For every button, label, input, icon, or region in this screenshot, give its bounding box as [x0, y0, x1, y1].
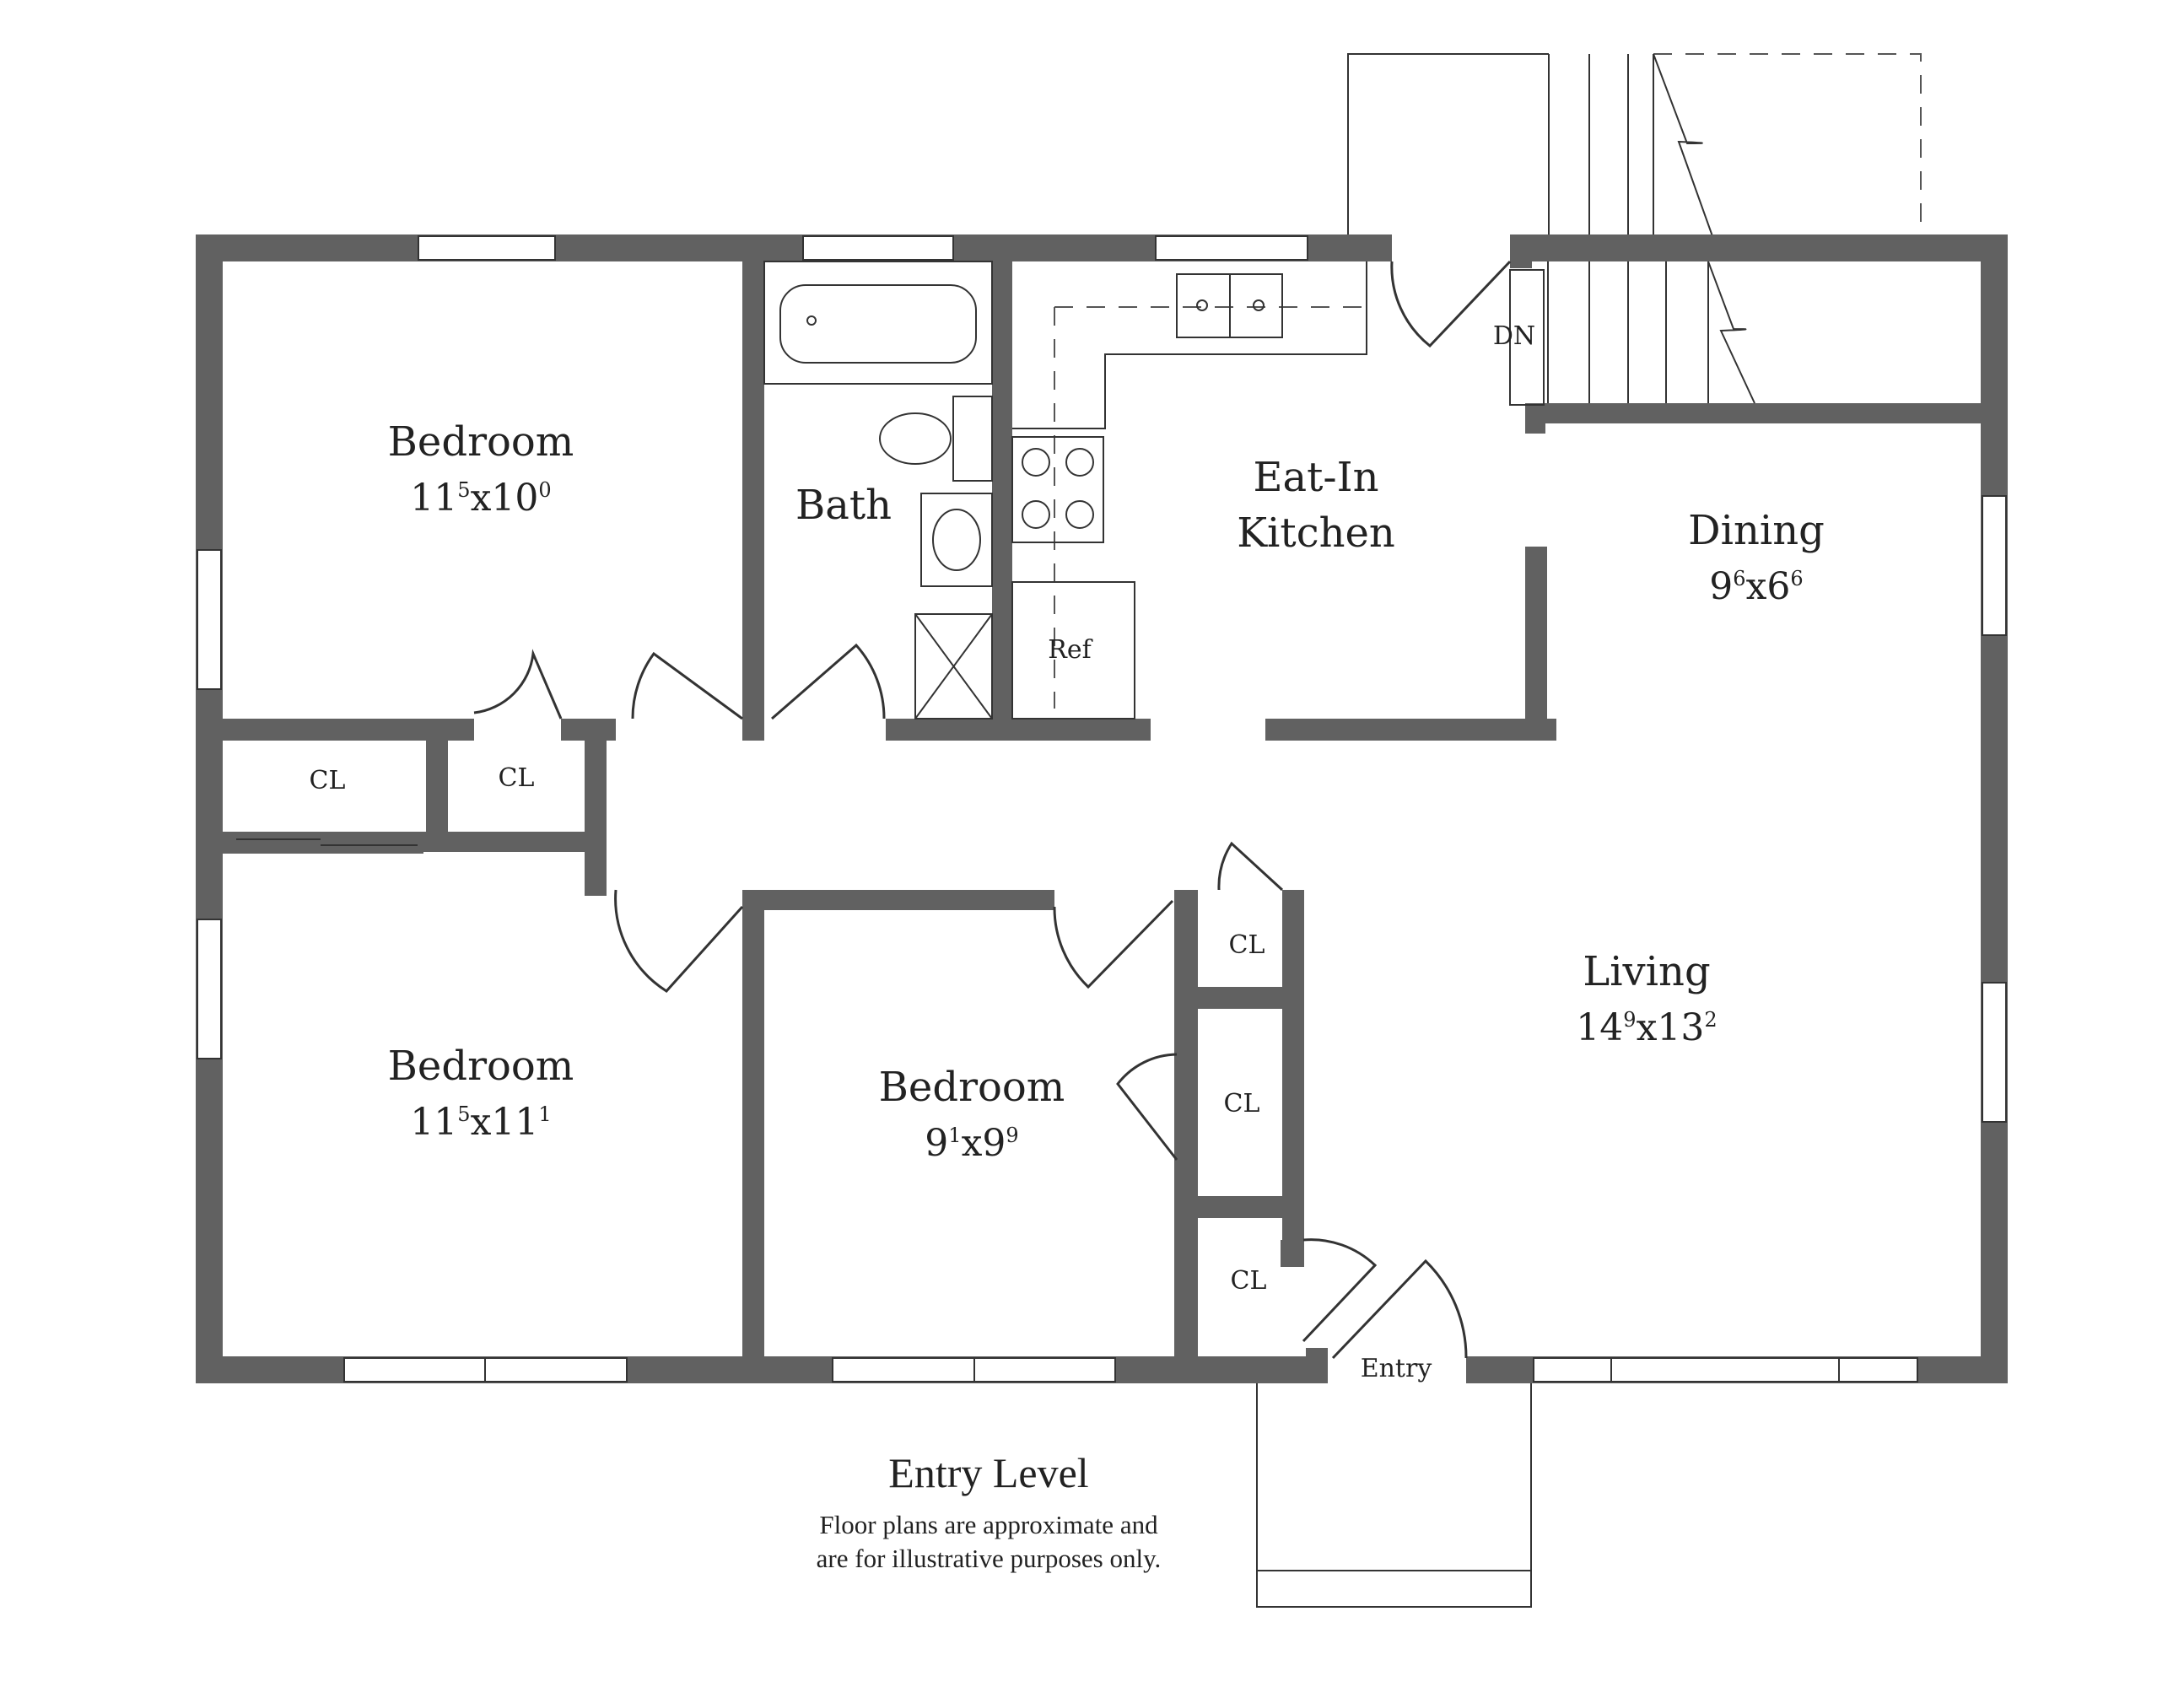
- title-block: Entry Level Floor plans are approximate …: [817, 1449, 1162, 1573]
- living-dimensions: 149x132: [1576, 1006, 1717, 1049]
- closet-label-1: CL: [310, 766, 346, 795]
- bedroom-2-dimensions: 115x111: [410, 1101, 551, 1144]
- disclaimer-line-1: Floor plans are approximate and: [819, 1510, 1158, 1539]
- room-labels: Bedroom 115x100 Bedroom 115x111 Bedroom …: [310, 321, 1825, 1383]
- bedroom-1-label: Bedroom: [388, 418, 574, 466]
- living-label: Living: [1583, 948, 1710, 995]
- dining-label: Dining: [1688, 507, 1825, 554]
- bedroom-3-dimensions: 91x99: [925, 1122, 1018, 1165]
- bedroom-2-label: Bedroom: [388, 1043, 574, 1090]
- stairs-down-label: DN: [1493, 321, 1535, 351]
- doors: [473, 260, 1512, 1360]
- exterior-stair-outline: [1347, 53, 1922, 237]
- refrigerator-label: Ref: [1048, 635, 1092, 665]
- stairs: [1509, 261, 1755, 406]
- dining-dimensions: 96x66: [1709, 565, 1803, 608]
- closet-label-4: CL: [1224, 1089, 1260, 1118]
- bath-fixtures: [763, 261, 993, 720]
- closet-label-2: CL: [499, 763, 535, 793]
- bath-label: Bath: [795, 482, 892, 529]
- kitchen-fixtures: [1011, 261, 1367, 720]
- kitchen-label-line1: Eat-In: [1253, 454, 1378, 501]
- interior-walls: [196, 234, 1999, 1383]
- bedroom-3-label: Bedroom: [879, 1064, 1065, 1111]
- kitchen-label-line2: Kitchen: [1237, 509, 1395, 557]
- sliding-closet-door: [236, 838, 418, 846]
- closet-label-3: CL: [1229, 930, 1265, 960]
- entry-porch: [1256, 1383, 1532, 1608]
- windows: [197, 235, 2007, 1382]
- bedroom-1-dimensions: 115x100: [410, 477, 551, 520]
- plan-title: Entry Level: [888, 1449, 1088, 1496]
- closet-label-5: CL: [1231, 1266, 1267, 1296]
- entry-label: Entry: [1361, 1354, 1432, 1383]
- disclaimer-line-2: are for illustrative purposes only.: [817, 1544, 1162, 1573]
